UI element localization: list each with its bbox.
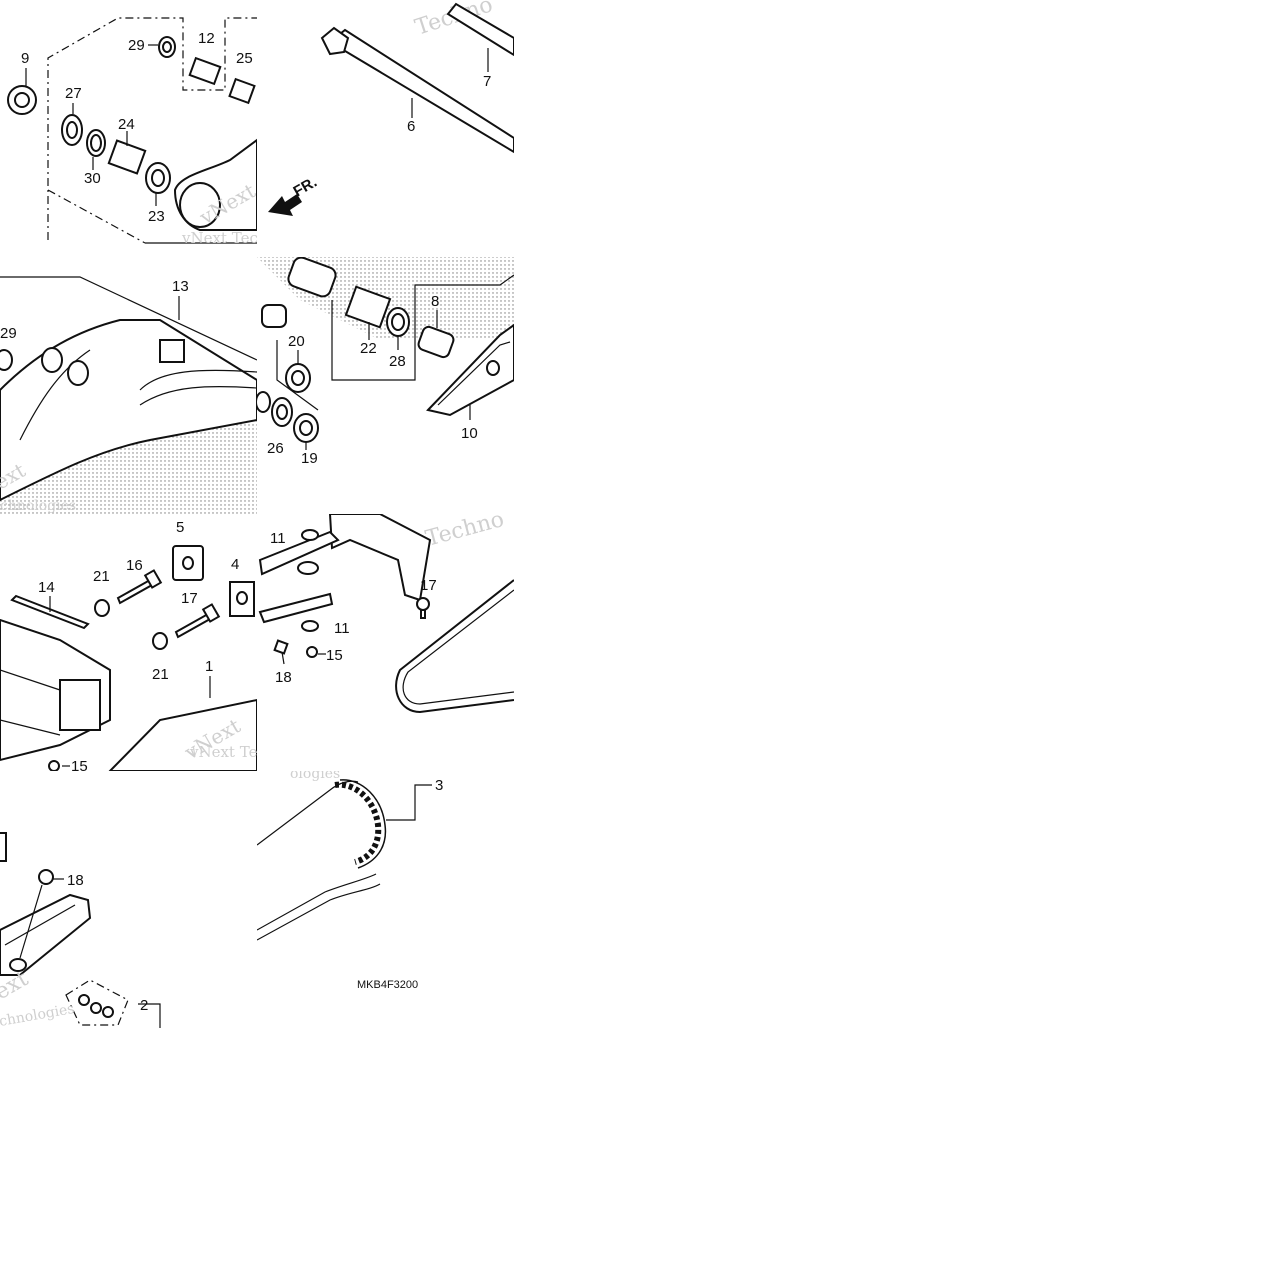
bolt-16-part [116,569,221,639]
callout-label: 15 [326,647,343,664]
callout-label: 30 [84,170,101,187]
block-5-part [172,545,204,581]
nut-21-part [94,599,168,650]
callout-label: 9 [21,50,29,67]
callout-label: 13 [172,278,189,295]
callout-label: 21 [93,568,110,585]
nut-19-part [293,413,319,450]
callout-label: 18 [67,872,84,889]
seal-28-part [386,307,410,350]
chain-loop-part [395,579,514,714]
callout-label: 8 [431,293,439,310]
callout-label: 10 [461,425,478,442]
callout-label: 17 [420,577,437,594]
callout-label: 5 [176,519,184,536]
bolt-15b-part [306,646,326,658]
callout-label: 2 [140,997,148,1014]
callout-label: 16 [126,557,143,574]
seal-27-part [61,103,83,146]
watermark-text: chnologies [0,498,76,514]
tile-pivot-hardware: 20 22 28 8 26 19 10 [257,257,514,467]
chain-slider-1-part [108,676,257,771]
bearing-26-part [344,285,392,340]
guard-bracket-part [328,514,432,602]
tile-adjusters: vNext Te vNext 5 4 14 21 16 17 21 1 15 [0,519,258,775]
callout-label: 23 [148,208,165,225]
rod-14-part [10,594,90,630]
watermark-text: ologies [290,766,340,782]
collar-13-part [188,56,222,86]
axle-7-part [446,2,514,72]
front-arrow: FR. [268,174,320,216]
callout-label: 27 [65,85,82,102]
callout-label: 3 [435,777,443,794]
tile-chain-guard: Techno 11 17 11 15 18 [258,507,514,714]
callout-label: 15 [71,758,88,775]
bolt-17-part [416,597,430,619]
watermark-text: vNext Te [189,743,258,761]
callout-label: 11 [270,530,286,547]
callout-label: 22 [360,340,377,357]
watermark-text: vNext Tec [181,229,258,247]
tile-pivot-bearings: vNext Tec vNext 9 29 12 25 27 24 30 23 [7,17,258,247]
callout-label: 29 [128,37,145,54]
bushing-8-part [417,310,455,359]
watermark-text: chnologies [0,1001,76,1030]
adjuster-4-part [229,581,255,617]
callout-label: 1 [205,658,213,675]
callout-label: 21 [152,666,169,683]
collar-part [261,257,337,328]
callout-label: 25 [236,50,253,67]
tile-drive-chain: ologies 3 MKB4F3200 [257,766,443,991]
ring-30-part [86,129,106,170]
bolt-15-part [48,760,70,771]
chain-3-part [334,779,432,869]
guard-10-part [426,323,514,420]
bearing-23-part [145,162,171,206]
callout-label: 20 [288,333,305,350]
swingarm-end-part [0,618,111,762]
callout-label: 4 [231,556,239,573]
bearing-24-part [107,131,147,175]
watermark-text: Techno [423,507,507,552]
tile-axles: Techno FR. 6 7 [268,0,514,216]
callout-label: 18 [275,669,292,686]
nut-20-part [285,350,311,393]
callout-label: 7 [483,73,491,90]
callout-label: 19 [301,450,318,467]
tile-case-joint: ext chnologies 18 2 [0,832,161,1030]
bolt-18-part [273,639,289,665]
bearing-25-part [228,77,256,105]
pivot-shaft-6-part [320,26,514,154]
joint-2-part [65,979,161,1028]
callout-label: 11 [334,620,350,637]
callout-label: 28 [389,353,406,370]
case-part [0,893,92,976]
tile-swingarm-body: ext chnologies 13 29 [0,276,257,514]
callout-label: 14 [38,579,55,596]
slider-plate-part [258,529,340,632]
washer-22-part [257,391,293,427]
callout-label: 26 [267,440,284,457]
callout-label: 6 [407,118,415,135]
callout-label: 29 [0,325,17,342]
callout-label: 12 [198,30,215,47]
bolt-17b-part [19,869,64,959]
swingarm-pivot-part [173,138,257,231]
seal-29-part [148,36,176,58]
bushing-9-part [7,68,37,115]
callout-label: 17 [181,590,198,607]
diagram-code: MKB4F3200 [357,979,418,991]
callout-label: 24 [118,116,135,133]
